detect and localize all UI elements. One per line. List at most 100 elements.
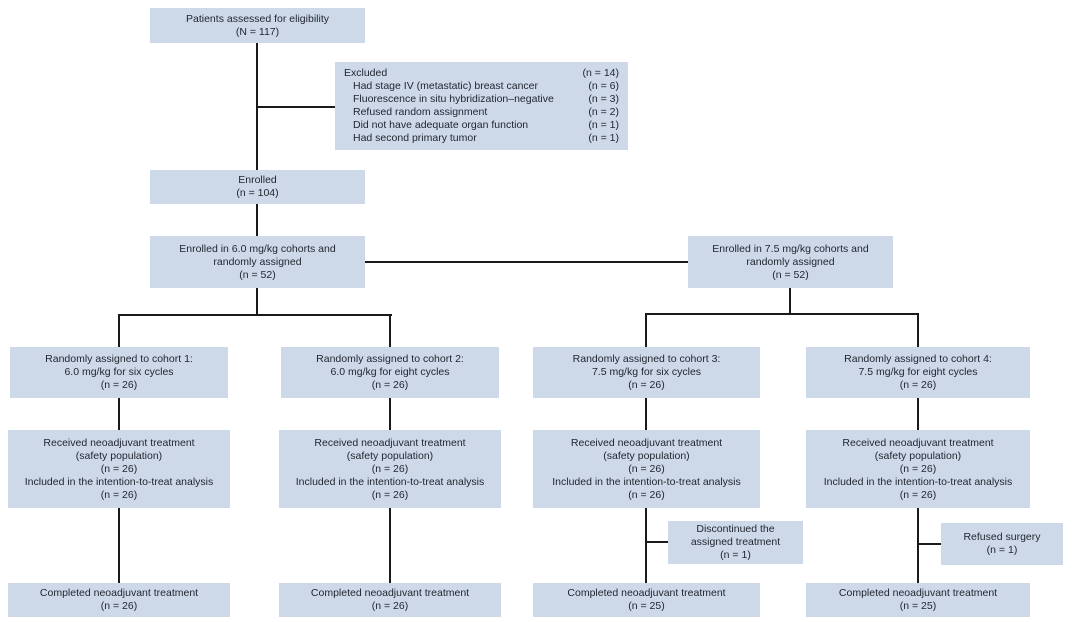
box-text: Patients assessed for eligibility	[186, 12, 329, 25]
box-text: Enrolled in 6.0 mg/kg cohorts and	[179, 242, 336, 255]
box-text: assigned treatment	[690, 536, 781, 548]
connector-split-cohort1	[118, 314, 120, 347]
excluded-row: Excluded (n = 14)	[344, 67, 619, 80]
box-text: (n = 26)	[371, 462, 409, 475]
connector-cohort2-received2	[389, 398, 391, 430]
excluded-count: (n = 1)	[588, 119, 619, 131]
box-refused-surgery: Refused surgery (n = 1)	[941, 523, 1063, 565]
box-text: Completed neoadjuvant treatment	[567, 587, 726, 599]
excluded-count: (n = 3)	[588, 93, 619, 105]
box-text: 7.5 mg/kg for six cycles	[591, 366, 702, 378]
box-excluded: Excluded (n = 14) Had stage IV (metastat…	[335, 62, 628, 150]
box-text: (safety population)	[75, 449, 163, 462]
connector-75-split-stem	[789, 288, 791, 314]
box-cohort3: Randomly assigned to cohort 3: 7.5 mg/kg…	[533, 347, 760, 398]
connector-received2-completed2	[389, 508, 391, 583]
box-text: 6.0 mg/kg for eight cycles	[330, 366, 450, 378]
box-text: Received neoadjuvant treatment	[314, 436, 466, 449]
box-text: Included in the intention-to-treat analy…	[24, 475, 214, 488]
box-text: (n = 26)	[628, 379, 665, 391]
box-text: (n = 26)	[628, 462, 665, 475]
box-text: Included in the intention-to-treat analy…	[552, 475, 741, 488]
excluded-reason: Had stage IV (metastatic) breast cancer	[353, 80, 538, 92]
excluded-reason: Refused random assignment	[353, 106, 488, 118]
box-text: (n = 26)	[100, 600, 138, 612]
box-text: Randomly assigned to cohort 3:	[572, 353, 721, 365]
box-text: 6.0 mg/kg for six cycles	[64, 366, 174, 378]
box-text: Refused surgery	[963, 531, 1041, 543]
box-completed3: Completed neoadjuvant treatment (n = 25)	[533, 583, 760, 617]
excluded-row: Had second primary tumor (n = 1)	[344, 132, 619, 145]
box-received3: Received neoadjuvant treatment (safety p…	[533, 430, 760, 508]
connector-split-cohort3	[645, 313, 647, 347]
box-cohort2: Randomly assigned to cohort 2: 6.0 mg/kg…	[281, 347, 499, 398]
box-completed2: Completed neoadjuvant treatment (n = 26)	[279, 583, 501, 617]
box-text: (safety population)	[874, 449, 962, 462]
excluded-row: Refused random assignment (n = 2)	[344, 106, 619, 119]
box-text: (n = 25)	[899, 600, 937, 612]
excluded-row: Had stage IV (metastatic) breast cancer …	[344, 80, 619, 93]
box-text: (safety population)	[346, 449, 434, 462]
excluded-reason: Did not have adequate organ function	[353, 119, 529, 131]
excluded-count: (n = 14)	[582, 67, 619, 79]
box-text: (n = 26)	[628, 488, 665, 501]
connector-60-to-75	[365, 261, 688, 263]
box-received1: Received neoadjuvant treatment (safety p…	[8, 430, 230, 508]
connector-to-discontinued	[647, 541, 668, 543]
box-text: (N = 117)	[235, 25, 280, 38]
box-text: (n = 26)	[100, 462, 138, 475]
excluded-title: Excluded	[344, 67, 388, 79]
connector-60-split-stem	[256, 288, 258, 315]
box-text: (n = 52)	[239, 268, 276, 281]
box-cohort4: Randomly assigned to cohort 4: 7.5 mg/kg…	[806, 347, 1030, 398]
box-text: Included in the intention-to-treat analy…	[823, 475, 1013, 488]
box-enrolled-6-0: Enrolled in 6.0 mg/kg cohorts and random…	[150, 236, 365, 288]
box-text: Enrolled	[238, 174, 277, 186]
box-text: Included in the intention-to-treat analy…	[295, 475, 485, 488]
excluded-count: (n = 1)	[588, 132, 619, 144]
box-text: Received neoadjuvant treatment	[842, 436, 994, 449]
box-text: (safety population)	[603, 449, 690, 462]
box-enrolled-7-5: Enrolled in 7.5 mg/kg cohorts and random…	[688, 236, 893, 288]
connector-cohort1-received1	[118, 398, 120, 430]
box-text: (n = 1)	[720, 549, 751, 561]
excluded-reason: Fluorescence in situ hybridization–negat…	[353, 93, 554, 105]
box-text: Randomly assigned to cohort 1:	[45, 353, 193, 365]
box-completed1: Completed neoadjuvant treatment (n = 26)	[8, 583, 230, 617]
box-text: Received neoadjuvant treatment	[570, 436, 723, 449]
box-text: Completed neoadjuvant treatment	[39, 587, 199, 599]
box-discontinued: Discontinued the assigned treatment (n =…	[668, 521, 803, 564]
box-text: randomly assigned	[746, 255, 835, 268]
excluded-count: (n = 2)	[588, 106, 619, 118]
connector-75-split-bar	[645, 313, 919, 315]
box-text: (n = 26)	[371, 379, 409, 391]
box-text: (n = 26)	[899, 488, 937, 501]
box-enrolled: Enrolled (n = 104)	[150, 170, 365, 204]
box-completed4: Completed neoadjuvant treatment (n = 25)	[806, 583, 1030, 617]
box-text: (n = 25)	[628, 600, 665, 612]
connector-60-split-bar	[118, 314, 392, 316]
box-text: Discontinued the	[696, 523, 775, 535]
box-received2: Received neoadjuvant treatment (safety p…	[279, 430, 501, 508]
connector-split-cohort4	[917, 313, 919, 347]
excluded-count: (n = 6)	[588, 80, 619, 92]
box-received4: Received neoadjuvant treatment (safety p…	[806, 430, 1030, 508]
connector-split-cohort2	[389, 314, 391, 347]
box-text: randomly assigned	[213, 255, 302, 268]
connector-to-refused-surgery	[919, 543, 941, 545]
connector-cohort4-received4	[917, 398, 919, 430]
connector-cohort3-received3	[645, 398, 647, 430]
box-text: Randomly assigned to cohort 2:	[316, 353, 464, 365]
box-text: Completed neoadjuvant treatment	[838, 587, 998, 599]
box-text: Received neoadjuvant treatment	[43, 436, 195, 449]
box-text: (n = 26)	[100, 488, 138, 501]
box-text: (n = 26)	[100, 379, 138, 391]
box-text: (n = 26)	[899, 462, 937, 475]
connector-received1-completed1	[118, 508, 120, 583]
excluded-reason: Had second primary tumor	[353, 132, 477, 144]
connector-received4-completed4	[917, 508, 919, 583]
excluded-row: Fluorescence in situ hybridization–negat…	[344, 93, 619, 106]
connector-enrolled-cohorts60	[256, 204, 258, 236]
box-text: 7.5 mg/kg for eight cycles	[858, 366, 978, 378]
